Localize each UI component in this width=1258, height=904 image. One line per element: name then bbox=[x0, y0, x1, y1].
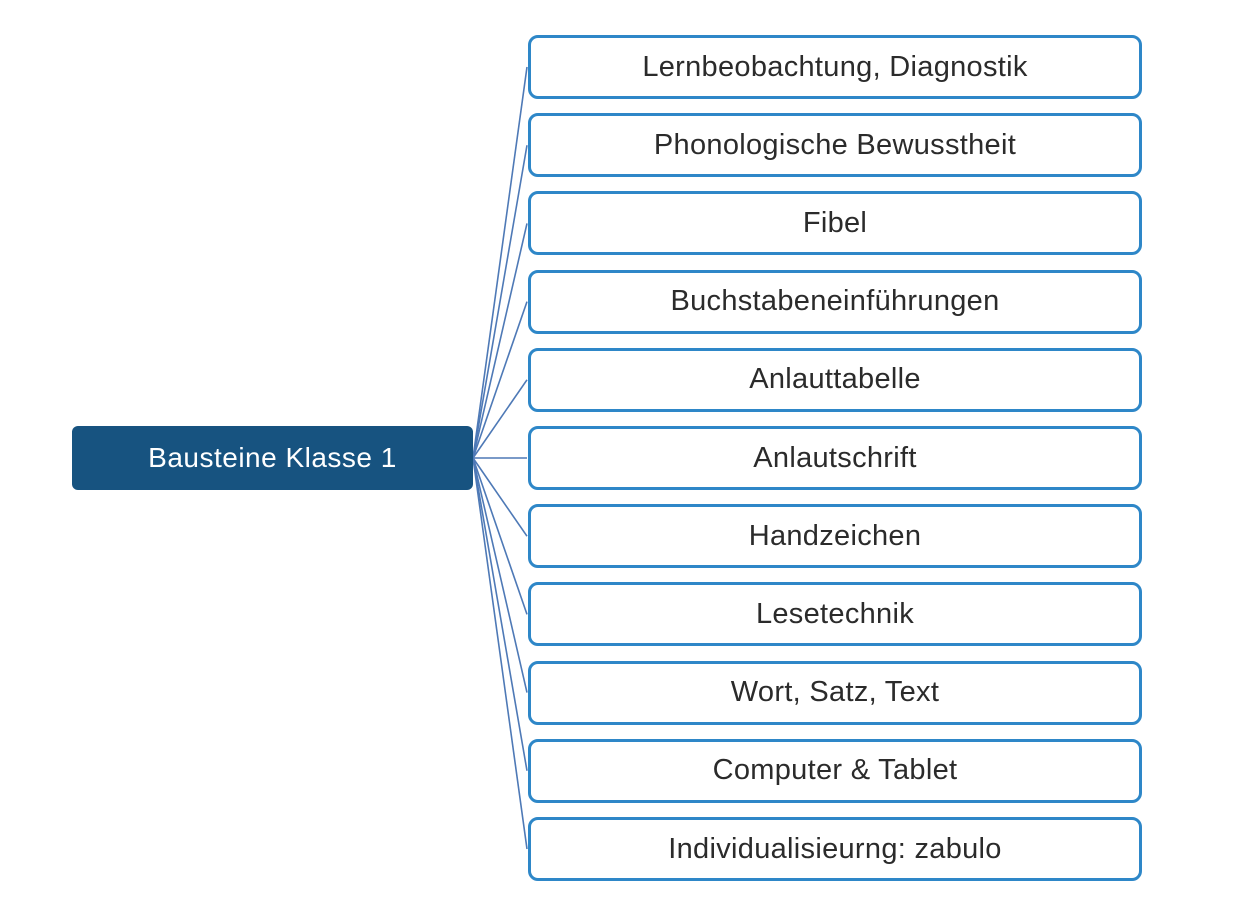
connector-line-10 bbox=[472, 457, 528, 771]
connector-line-5 bbox=[472, 379, 528, 459]
child-node-label: Computer & Tablet bbox=[712, 754, 958, 787]
child-node-label: Phonologische Bewusstheit bbox=[653, 128, 1017, 161]
connector-line-11 bbox=[472, 457, 528, 850]
root-node-label: Bausteine Klasse 1 bbox=[148, 442, 397, 473]
child-node-fibel[interactable]: Fibel bbox=[528, 191, 1142, 256]
connector-line-3 bbox=[472, 223, 528, 459]
child-node-anlauttabelle[interactable]: Anlauttabelle bbox=[528, 347, 1142, 412]
child-node-anlautschrift[interactable]: Anlautschrift bbox=[528, 426, 1142, 490]
child-node-label: Anlautschrift bbox=[753, 441, 917, 474]
child-node-label: Handzeichen bbox=[748, 519, 922, 552]
child-node-label: Lesetechnik bbox=[755, 597, 915, 630]
child-node-label: Fibel bbox=[802, 206, 868, 239]
child-node-individualisieurng-zabulo[interactable]: Individualisieurng: zabulo bbox=[528, 817, 1142, 881]
connector-line-2 bbox=[472, 145, 528, 459]
child-node-label: Wort, Satz, Text bbox=[730, 676, 940, 709]
child-node-buchstabeneinführungen[interactable]: Buchstabeneinführungen bbox=[528, 269, 1142, 334]
connector-line-4 bbox=[472, 301, 528, 459]
child-node-lernbeobachtung-diagnostik[interactable]: Lernbeobachtung, Diagnostik bbox=[528, 35, 1142, 99]
child-node-phonologische-bewusstheit[interactable]: Phonologische Bewusstheit bbox=[528, 113, 1142, 178]
connector-line-7 bbox=[472, 457, 528, 537]
child-node-label: Buchstabeneinführungen bbox=[670, 285, 1000, 318]
connector-line-9 bbox=[472, 457, 528, 693]
connector-line-8 bbox=[472, 457, 528, 615]
child-node-lesetechnik[interactable]: Lesetechnik bbox=[528, 582, 1142, 647]
root-node[interactable]: Bausteine Klasse 1 bbox=[72, 426, 473, 490]
child-node-label: Lernbeobachtung, Diagnostik bbox=[642, 50, 1028, 83]
child-node-label: Individualisieurng: zabulo bbox=[668, 832, 1002, 865]
child-node-handzeichen[interactable]: Handzeichen bbox=[528, 504, 1142, 569]
connector-line-1 bbox=[472, 66, 528, 459]
child-node-computer-tablet[interactable]: Computer & Tablet bbox=[528, 738, 1142, 803]
child-node-wort-satz-text[interactable]: Wort, Satz, Text bbox=[528, 660, 1142, 725]
child-node-label: Anlauttabelle bbox=[749, 363, 921, 396]
